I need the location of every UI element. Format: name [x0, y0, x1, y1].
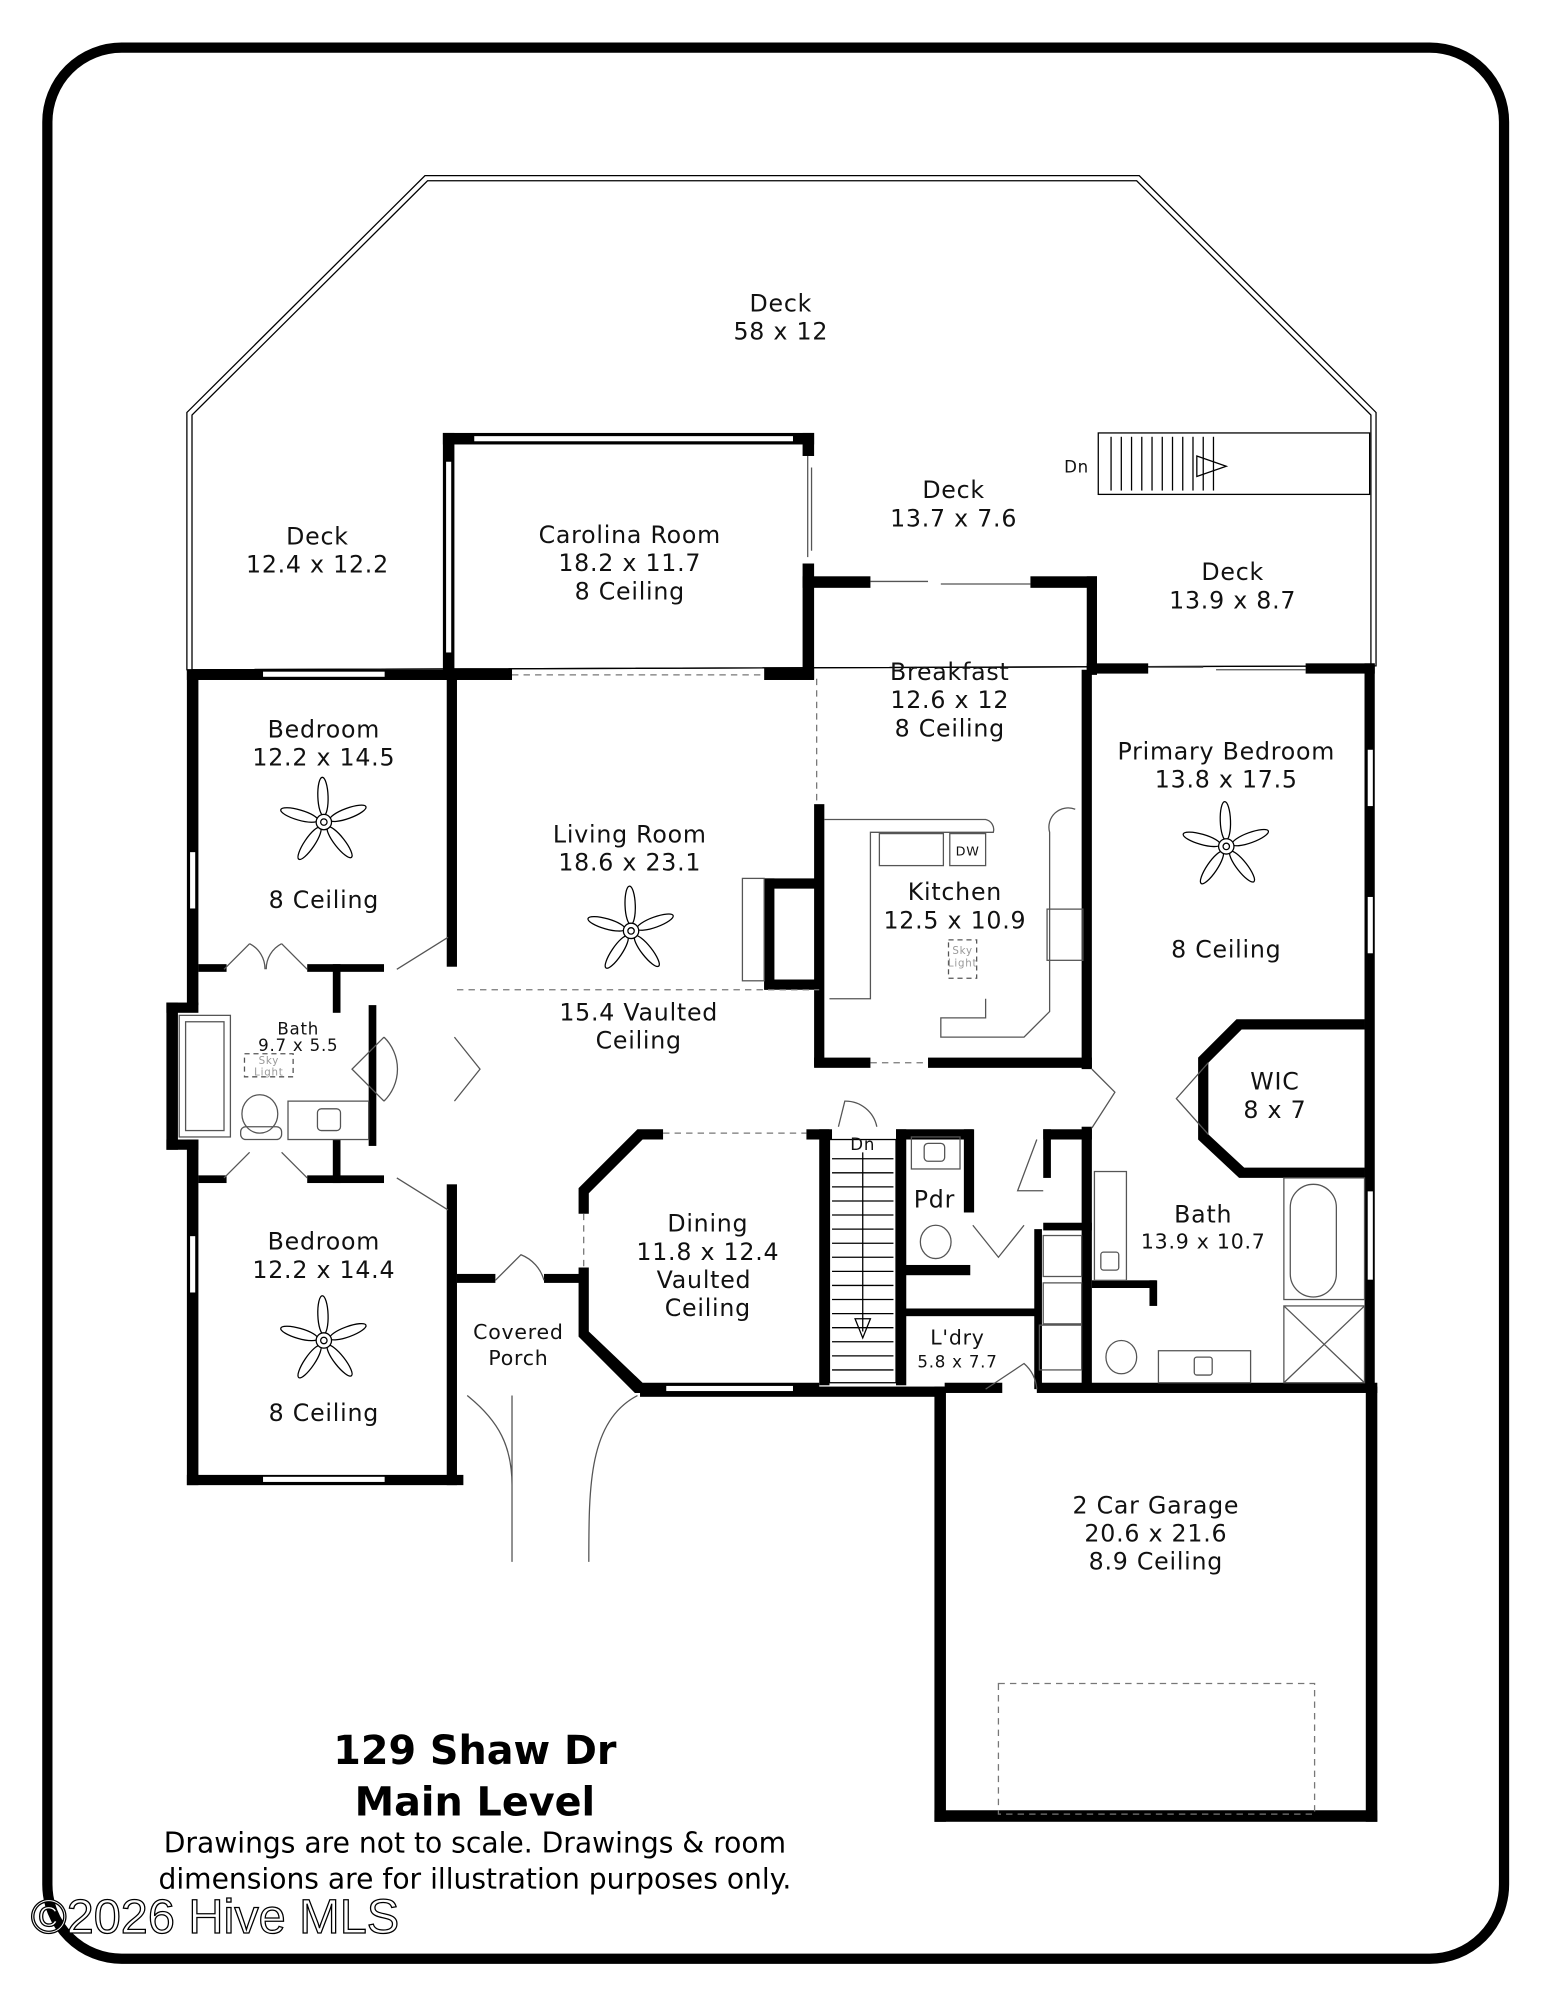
dishwasher-label: DW [956, 844, 980, 859]
room-name: L'dry [930, 1325, 984, 1349]
skylight-label: Light [254, 1067, 283, 1079]
room-dims: 58 x 12 [733, 318, 828, 346]
room-name: Breakfast [890, 658, 1010, 686]
room-dims: 13.8 x 17.5 [1155, 766, 1298, 794]
room-dims: 9.7 x 5.5 [258, 1036, 338, 1055]
room-dims: 18.2 x 11.7 [558, 549, 701, 577]
room-name: Covered [473, 1320, 563, 1344]
room-name: Dining [667, 1210, 748, 1238]
skylight-label: Light [948, 958, 977, 970]
room-dims: 13.9 x 8.7 [1169, 586, 1296, 614]
ceiling-fan-icon [280, 1295, 367, 1379]
room-name: Porch [488, 1346, 548, 1370]
deck-outline [186, 175, 1377, 671]
room-dims: 5.8 x 7.7 [917, 1352, 997, 1371]
room-ceiling: 8 Ceiling [269, 886, 379, 914]
doors [223, 936, 1209, 1390]
room-dims: 20.6 x 21.6 [1084, 1519, 1227, 1547]
stairs-down-label: Dn [850, 1135, 875, 1154]
room-ceiling: Ceiling [665, 1294, 751, 1322]
room-name: Deck [750, 289, 813, 317]
sliding-doors [807, 455, 1306, 671]
room-ceiling: 8.9 Ceiling [1089, 1548, 1223, 1576]
plan-title: 129 Shaw Dr [333, 1728, 617, 1774]
room-dims: 18.6 x 23.1 [558, 849, 701, 877]
page-border [42, 42, 1510, 1964]
openings [456, 674, 1316, 1815]
room-name: Bedroom [268, 716, 380, 744]
walls [166, 432, 1378, 1822]
plan-subtitle: Main Level [355, 1779, 595, 1825]
ceiling-fan-icon [1182, 800, 1270, 885]
room-dims: 12.6 x 12 [890, 686, 1009, 714]
skylight-label: Sky [259, 1055, 279, 1067]
room-ceiling: Vaulted [657, 1266, 752, 1294]
room-ceiling: 15.4 Vaulted [559, 998, 718, 1026]
room-name: Living Room [553, 821, 707, 849]
room-name: Deck [1201, 558, 1264, 586]
room-dims: 8 x 7 [1243, 1096, 1306, 1124]
room-name: 2 Car Garage [1072, 1491, 1239, 1519]
room-name: Kitchen [908, 878, 1002, 906]
room-name: Bath [277, 1020, 319, 1039]
room-dims: 12.4 x 12.2 [246, 550, 389, 578]
room-labels: Deck 58 x 12 Deck 12.4 x 12.2 Carolina R… [246, 289, 1335, 1576]
room-ceiling: 8 Ceiling [575, 577, 685, 605]
room-name: Pdr [914, 1185, 955, 1213]
room-ceiling: Ceiling [596, 1027, 682, 1055]
disclaimer: dimensions are for illustration purposes… [158, 1862, 791, 1895]
room-ceiling: 8 Ceiling [895, 714, 1005, 742]
room-name: Carolina Room [539, 521, 721, 549]
room-dims: 13.7 x 7.6 [890, 504, 1017, 532]
room-ceiling: 8 Ceiling [1171, 936, 1281, 964]
room-name: Deck [286, 522, 349, 550]
room-name: Deck [922, 476, 985, 504]
watermark: ©2026 Hive MLS [31, 1890, 399, 1944]
room-name: Bath [1174, 1201, 1232, 1229]
disclaimer: Drawings are not to scale. Drawings & ro… [164, 1827, 786, 1860]
deck-stairs [1097, 432, 1371, 496]
room-ceiling: 8 Ceiling [269, 1399, 379, 1427]
windows [188, 434, 1375, 1817]
stairs-down-label: Dn [1064, 458, 1089, 477]
skylight-label: Sky [952, 945, 972, 957]
interior-stairs [828, 1138, 897, 1384]
ceiling-fan-icon [587, 885, 674, 969]
ceiling-fan-icon [280, 776, 367, 861]
room-dims: 12.2 x 14.5 [252, 744, 395, 772]
room-name: Primary Bedroom [1117, 737, 1335, 765]
fixtures [178, 807, 1366, 1562]
room-name: Bedroom [268, 1228, 380, 1256]
room-dims: 12.2 x 14.4 [252, 1256, 395, 1284]
room-dims: 11.8 x 12.4 [636, 1238, 779, 1266]
room-name: WIC [1250, 1068, 1299, 1096]
room-dims: 13.9 x 10.7 [1141, 1229, 1266, 1253]
room-dims: 12.5 x 10.9 [883, 906, 1026, 934]
